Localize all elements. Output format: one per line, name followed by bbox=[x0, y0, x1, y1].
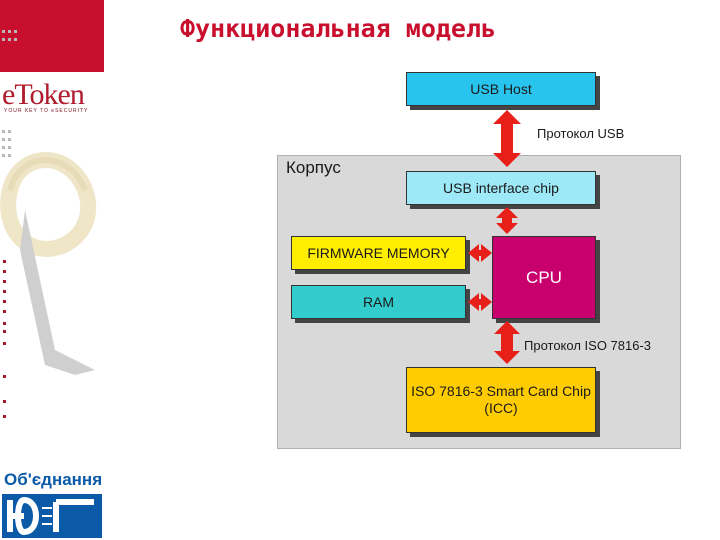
uniteg-logo: Об'єднання bbox=[0, 470, 104, 540]
uniteg-mark-icon bbox=[2, 494, 102, 538]
iso-protocol-label: Протокол ISO 7816-3 bbox=[524, 338, 652, 353]
firmware-memory-box: FIRMWARE MEMORY bbox=[291, 236, 466, 270]
usb-protocol-label: Протокол USB bbox=[537, 126, 625, 141]
brand-sidebar: eToken YOUR KEY TO eSECURITY Об'єднання bbox=[0, 0, 104, 540]
usb-interface-chip-box: USB interface chip bbox=[406, 171, 596, 205]
etoken-tagline: YOUR KEY TO eSECURITY bbox=[4, 108, 89, 114]
smart-card-chip-box: ISO 7816-3 Smart Card Chip (ICC) bbox=[406, 367, 596, 433]
ram-label: RAM bbox=[362, 293, 395, 310]
case-label: Корпус bbox=[286, 158, 341, 177]
etoken-logo-text: eToken bbox=[2, 78, 85, 111]
usb-interface-chip-label: USB interface chip bbox=[443, 179, 559, 196]
ram-box: RAM bbox=[291, 285, 466, 319]
usb-host-label: USB Host bbox=[470, 80, 532, 97]
cpu-box: CPU bbox=[492, 236, 596, 319]
decorative-letter-a-icon bbox=[0, 152, 97, 375]
firmware-memory-label: FIRMWARE MEMORY bbox=[307, 244, 450, 261]
slide-title: Функциональная модель bbox=[180, 14, 497, 43]
smart-card-chip-label: ISO 7816-3 Smart Card Chip (ICC) bbox=[411, 383, 591, 416]
etoken-logo: eToken YOUR KEY TO eSECURITY bbox=[0, 78, 104, 114]
uniteg-logo-word: Об'єднання bbox=[4, 470, 103, 489]
cpu-label: CPU bbox=[526, 268, 562, 287]
red-corner-bar bbox=[0, 0, 104, 72]
usb-host-box: USB Host bbox=[406, 72, 596, 106]
